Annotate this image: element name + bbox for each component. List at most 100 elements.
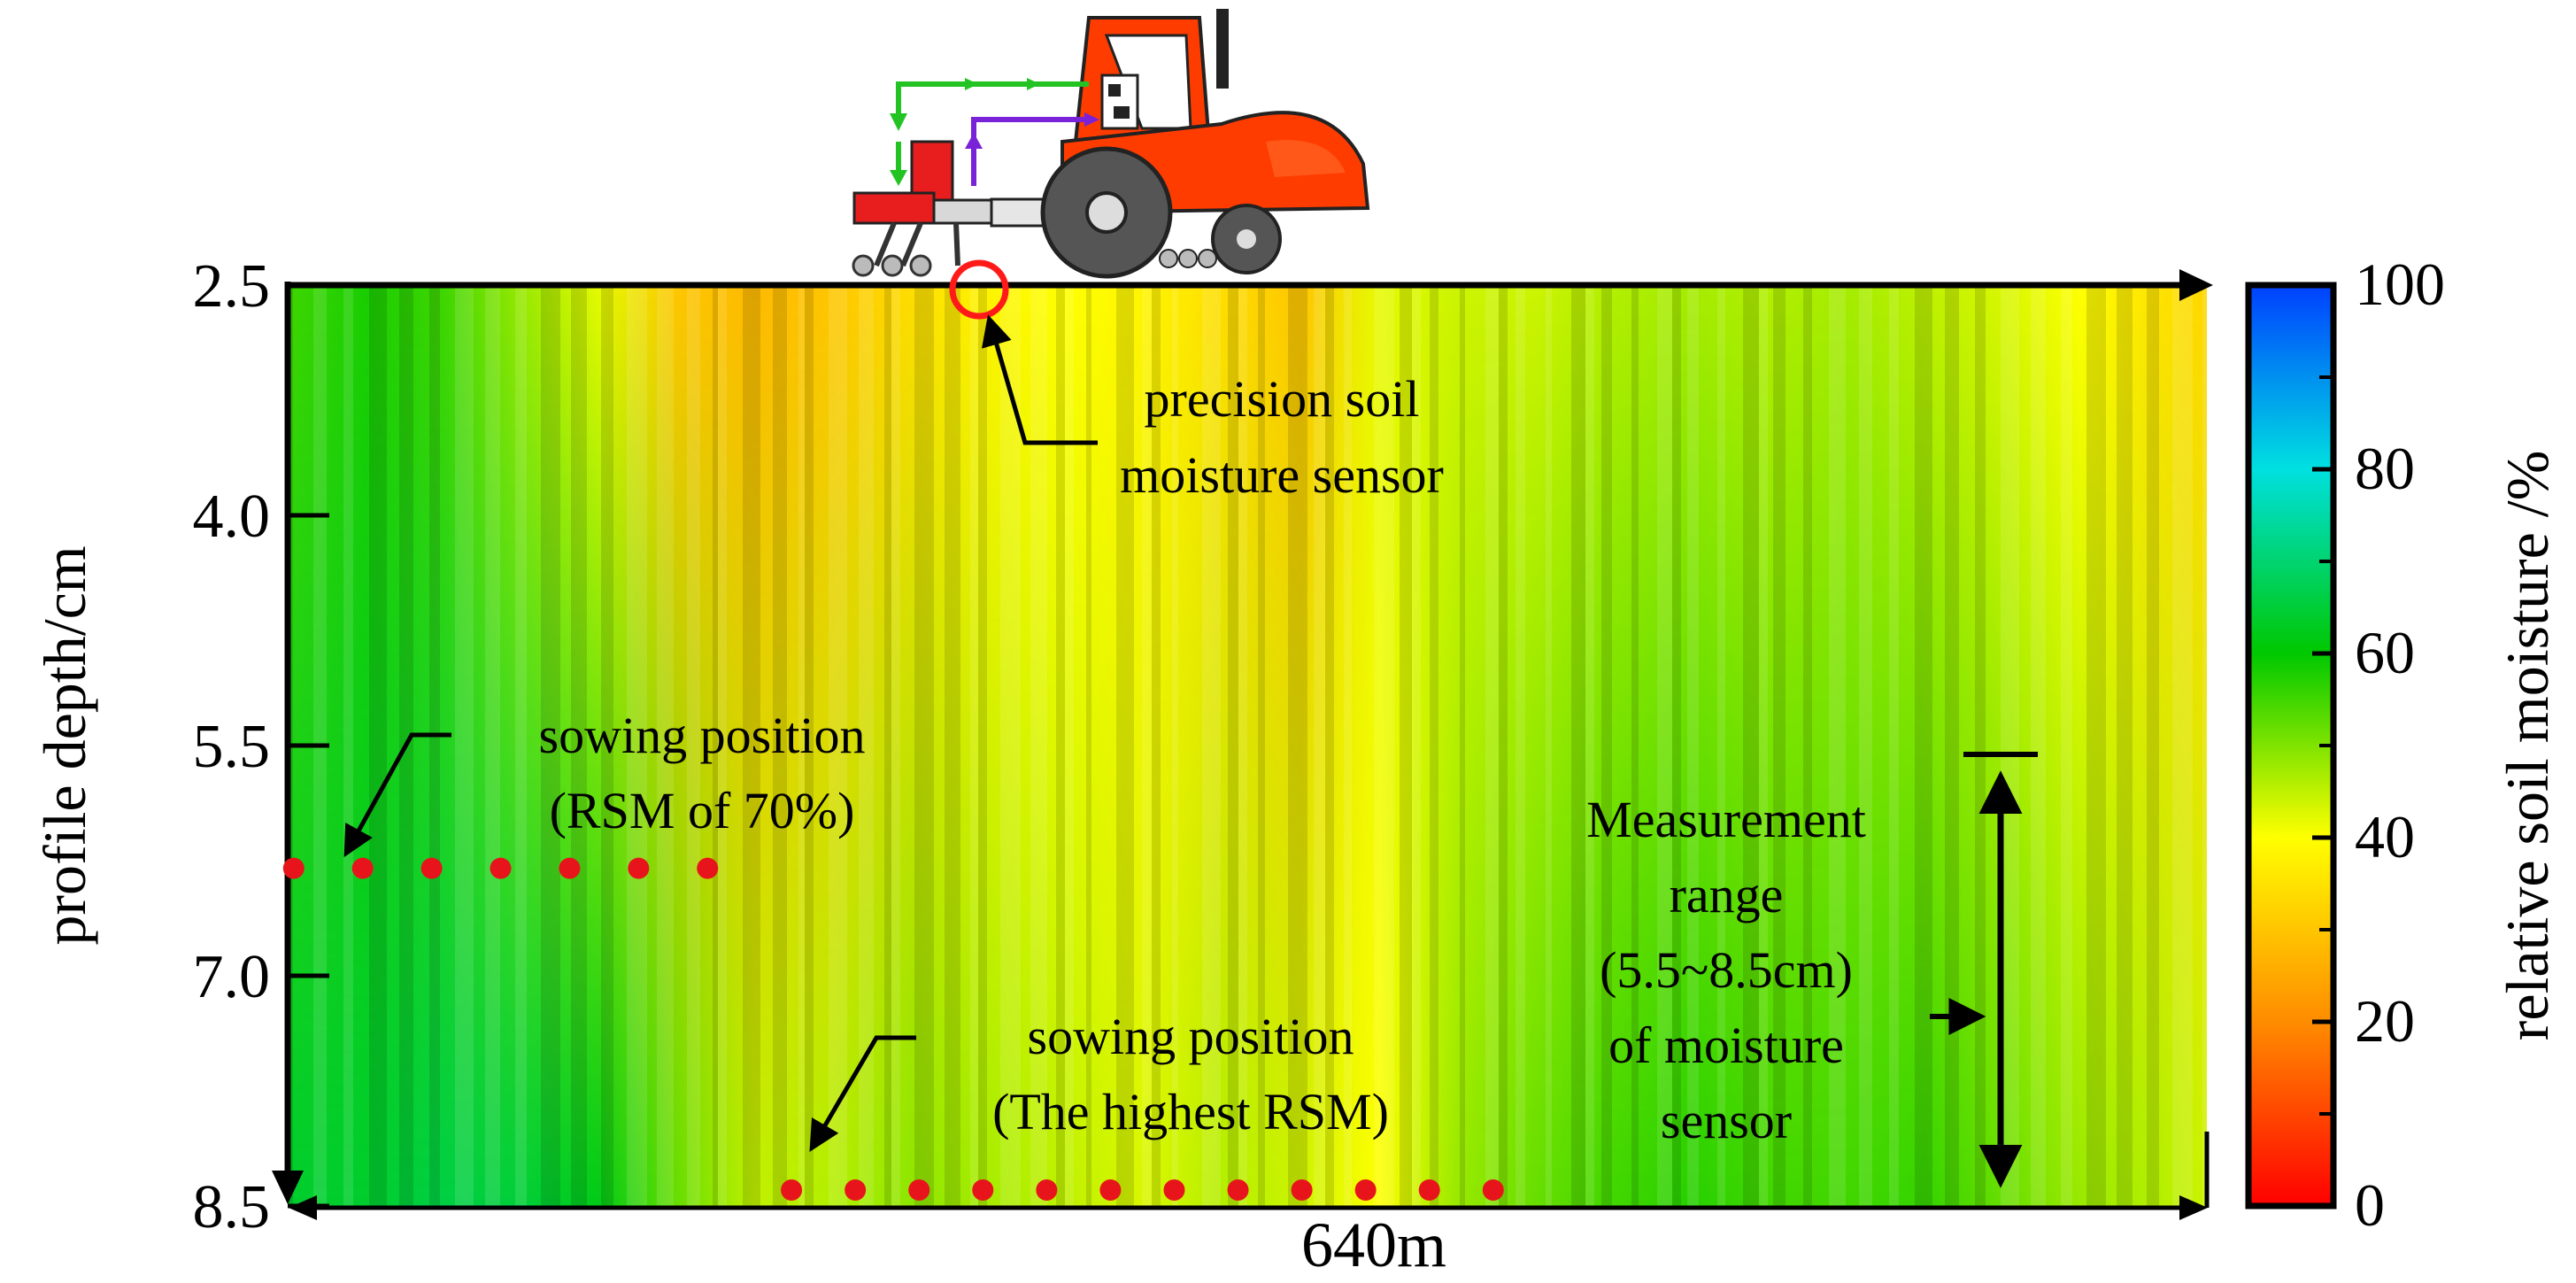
heatmap-streak bbox=[2061, 285, 2072, 1206]
heatmap-streak bbox=[1490, 285, 1508, 1206]
top-axis-arrowhead bbox=[2179, 269, 2213, 301]
sowing-dot bbox=[972, 1179, 994, 1201]
tractor-seeder-illustration bbox=[852, 9, 1370, 320]
heatmap-streak bbox=[571, 285, 587, 1206]
heatmap-streak bbox=[1430, 285, 1438, 1206]
heatmap-streak bbox=[1803, 285, 1812, 1206]
sowing-dot bbox=[282, 857, 305, 879]
y-tick-label: 7.0 bbox=[193, 943, 271, 1011]
y-axis-label: profile depth/cm bbox=[31, 545, 98, 945]
heatmap-streak bbox=[1747, 285, 1768, 1206]
heatmap-streak bbox=[717, 285, 727, 1206]
sensor-annotation: precision soil moisture sensor bbox=[981, 314, 1444, 504]
colorbar-tick-label: 0 bbox=[2355, 1171, 2385, 1239]
range-label-line-2: range bbox=[1670, 866, 1784, 924]
heatmap-streak bbox=[2086, 285, 2106, 1206]
sowing-dot bbox=[845, 1179, 867, 1201]
sowing-dot bbox=[1291, 1179, 1313, 1201]
heatmap-streak bbox=[945, 285, 960, 1206]
range-label-line-3: (5.5~8.5cm) bbox=[1600, 941, 1853, 999]
heatmap-streak bbox=[970, 285, 978, 1206]
colorbar-tick-label: 80 bbox=[2355, 435, 2415, 502]
heatmap-streak bbox=[687, 285, 700, 1206]
sowing-dots-rsm70 bbox=[282, 857, 719, 879]
heatmap-streak bbox=[803, 285, 814, 1206]
heatmap-streak bbox=[1116, 285, 1134, 1206]
heatmap-streak bbox=[374, 285, 380, 1206]
heatmap-streak bbox=[369, 285, 387, 1206]
heatmap-streak bbox=[2147, 285, 2159, 1206]
heatmap-streak bbox=[1662, 285, 1681, 1206]
heatmap-streak bbox=[884, 285, 891, 1206]
sowing-dot bbox=[1099, 1179, 1122, 1201]
heatmap-streak bbox=[1516, 285, 1525, 1206]
heatmap-streak bbox=[1086, 285, 1091, 1206]
sowing-highest-annotation: sowing position (The highest RSM) bbox=[781, 1008, 1504, 1201]
x-axis-label: 640m bbox=[1301, 1210, 1446, 1280]
range-label-line-4: of moisture bbox=[1608, 1016, 1844, 1074]
heatmap-streak bbox=[541, 285, 560, 1206]
range-label-line-1: Measurement bbox=[1586, 791, 1866, 848]
y-tick-label: 2.5 bbox=[193, 252, 271, 321]
heatmap-streak bbox=[515, 285, 527, 1206]
sowing-highest-label-line-1: sowing position bbox=[1028, 1008, 1354, 1065]
colorbar-tick-label: 100 bbox=[2355, 251, 2445, 318]
heatmap-streak bbox=[2202, 285, 2219, 1206]
heatmap-streak bbox=[1889, 285, 1899, 1206]
heatmap-streak bbox=[1460, 285, 1465, 1206]
heatmap-streak bbox=[1773, 285, 1785, 1206]
y-tick-label: 4.0 bbox=[193, 483, 271, 551]
sowing-dot bbox=[628, 857, 650, 879]
heatmap-streak bbox=[1404, 285, 1421, 1206]
heatmap-streak bbox=[1717, 285, 1725, 1206]
heatmap-streak bbox=[1919, 285, 1925, 1206]
heatmap-streak bbox=[601, 285, 613, 1206]
sowing-dot bbox=[1482, 1179, 1504, 1201]
axes: 2.54.05.57.08.5 640m profile depth/cm bbox=[31, 252, 2213, 1280]
heatmap-streak bbox=[1546, 285, 1552, 1206]
heatmap-streak bbox=[2117, 285, 2133, 1206]
heatmap-streak bbox=[1232, 285, 1247, 1206]
heatmap-streak bbox=[1687, 285, 1699, 1206]
left-axis-arrowhead bbox=[272, 1171, 304, 1204]
sowing-70-label-line-2: (RSM of 70%) bbox=[550, 782, 855, 839]
heatmap-streak bbox=[429, 285, 440, 1206]
heatmap-streak bbox=[1202, 285, 1221, 1206]
heatmap-streak bbox=[1400, 285, 1412, 1206]
heatmap-streak bbox=[455, 285, 474, 1206]
heatmap-streak bbox=[485, 285, 500, 1206]
sowing-dots-highest bbox=[781, 1179, 1504, 1201]
heatmap-streak bbox=[2172, 285, 2193, 1206]
y-tick-label: 8.5 bbox=[193, 1173, 271, 1241]
heatmap-streak bbox=[2177, 285, 2186, 1206]
sowing-dot bbox=[351, 857, 374, 879]
heatmap-streak bbox=[1146, 285, 1161, 1206]
colorbar-tick-label: 20 bbox=[2355, 987, 2415, 1055]
heatmap-streak bbox=[1657, 285, 1672, 1206]
heatmap-streak bbox=[1631, 285, 1639, 1206]
heatmap-streak bbox=[1030, 285, 1047, 1206]
heatmap-streak bbox=[1829, 285, 1846, 1206]
heatmap-streak bbox=[1859, 285, 1872, 1206]
flow-arrows bbox=[890, 78, 1099, 186]
heatmap-streak bbox=[1172, 285, 1178, 1206]
heatmap-streak bbox=[1915, 285, 1932, 1206]
measurement-range-annotation: Measurement range (5.5~8.5cm) of moistur… bbox=[1586, 752, 2038, 1188]
heatmap-streak bbox=[657, 285, 674, 1206]
sensor-label-line-2: moisture sensor bbox=[1120, 446, 1444, 504]
heatmap-streak bbox=[631, 285, 640, 1206]
heatmap-streak bbox=[459, 285, 467, 1206]
sowing-dot bbox=[1227, 1179, 1249, 1201]
heatmap-streak bbox=[1318, 285, 1334, 1206]
heatmap-streak bbox=[889, 285, 900, 1206]
heatmap-streak bbox=[829, 285, 847, 1206]
heatmap-streak bbox=[1060, 285, 1074, 1206]
heatmap-streak bbox=[798, 285, 805, 1206]
heatmap-streak bbox=[1374, 285, 1394, 1206]
sensor-leader-line bbox=[981, 314, 1098, 445]
sowing-dot bbox=[1163, 1179, 1185, 1201]
sowing-dot bbox=[490, 857, 512, 879]
colorbar-tick-label: 60 bbox=[2355, 619, 2415, 686]
